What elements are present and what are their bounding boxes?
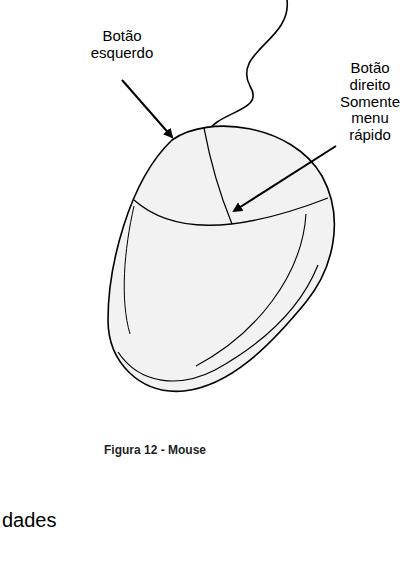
part-label: Botão direito Somente menu rápido xyxy=(338,60,402,144)
side-groove xyxy=(124,206,134,334)
leader-arrow xyxy=(122,80,172,137)
mouse-base-line xyxy=(118,265,318,381)
mouse-body xyxy=(108,126,334,391)
mouse-cord xyxy=(206,0,287,134)
heading-fragment: dades xyxy=(2,509,57,531)
figure-caption: Figura 12 - Mouse xyxy=(90,444,220,457)
button-divider xyxy=(204,128,232,224)
part-label: Botão esquerdo xyxy=(86,28,158,62)
side-groove xyxy=(196,214,306,366)
leader-arrow xyxy=(234,146,336,211)
